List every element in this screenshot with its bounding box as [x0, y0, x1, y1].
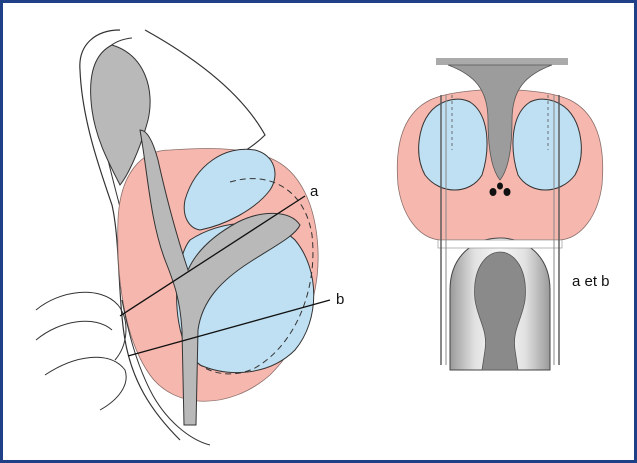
label-a: a	[310, 183, 319, 200]
label-a-et-b: a et b	[572, 273, 610, 290]
duct-left	[490, 188, 497, 196]
duct-center	[497, 183, 503, 190]
label-b: b	[336, 291, 344, 308]
probe-collar	[438, 240, 562, 248]
top-bar	[436, 58, 568, 65]
duct-right	[504, 188, 511, 196]
